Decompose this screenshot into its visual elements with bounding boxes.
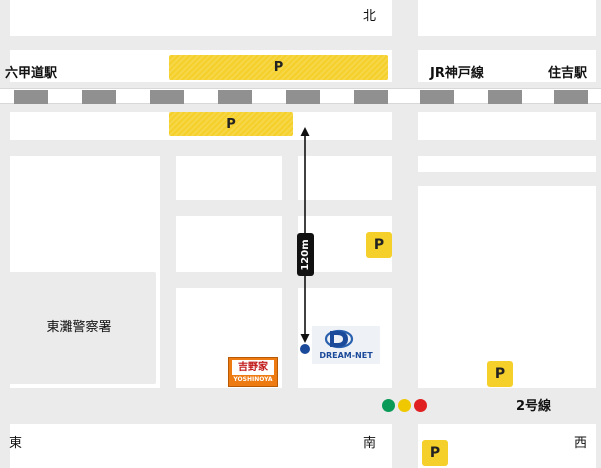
parking-icon: P [366, 232, 392, 258]
block [176, 216, 282, 272]
railway-line [0, 88, 601, 104]
road-right-side [418, 172, 601, 186]
parking-icon: P [422, 440, 448, 466]
compass-north: 北 [363, 9, 377, 24]
rail-tie [218, 90, 252, 104]
route-2-road [0, 388, 601, 424]
yoshinoya-logo-en: YOSHINOYA [233, 376, 273, 383]
station-rokkomichi: 六甲道駅 [5, 66, 58, 81]
railway-name: JR神戸線 [430, 66, 484, 81]
rail-tie [14, 90, 48, 104]
rail-tie [286, 90, 320, 104]
parking-lot-south: P [169, 112, 293, 136]
compass-south: 南 [363, 436, 377, 451]
rail-tie [354, 90, 388, 104]
location-marker-dot [300, 344, 310, 354]
road-left-edge [0, 0, 10, 468]
distance-badge: 120m [297, 233, 314, 276]
rail-tie [488, 90, 522, 104]
compass-east: 東 [9, 436, 23, 451]
block [298, 156, 392, 200]
rail-tie [150, 90, 184, 104]
traffic-signal [382, 399, 428, 413]
police-station-building: 東灘警察署 [2, 272, 156, 384]
block [176, 156, 282, 200]
police-station-label: 東灘警察署 [46, 320, 112, 335]
station-sumiyoshi: 住吉駅 [548, 66, 588, 81]
highway-name: 2号線 [516, 399, 552, 414]
signal-red-light [414, 399, 427, 412]
parking-icon: P [487, 361, 513, 387]
road-mid [0, 140, 601, 156]
distance-label: 120m [299, 238, 311, 271]
rail-tie [82, 90, 116, 104]
parking-lot-north: P [169, 55, 388, 80]
road-right-edge [596, 0, 601, 468]
signal-yellow-light [398, 399, 411, 412]
rail-tie [420, 90, 454, 104]
yoshinoya-logo-jp: 吉野家 [232, 360, 274, 375]
yoshinoya-logo: 吉野家 YOSHINOYA [228, 357, 278, 387]
signal-green-light [382, 399, 395, 412]
dream-net-logo-text: DREAM-NET [319, 351, 373, 360]
dream-net-logo-icon [324, 329, 354, 349]
compass-west: 西 [574, 436, 588, 451]
rail-tie [554, 90, 588, 104]
road-top [0, 36, 601, 50]
dream-net-logo: DREAM-NET [312, 326, 380, 364]
